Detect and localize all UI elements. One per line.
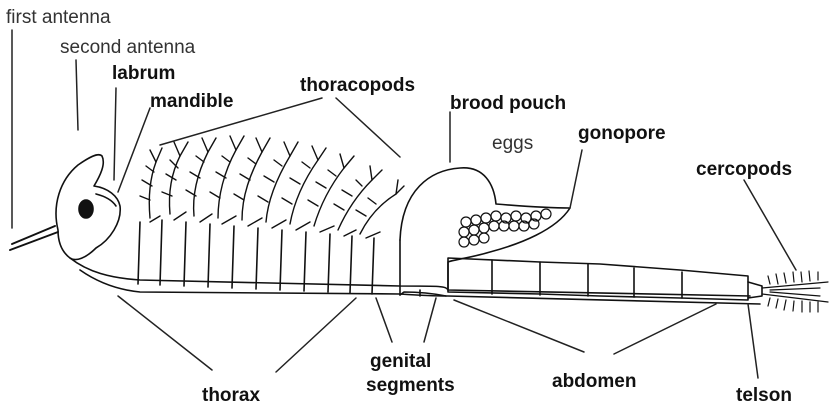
label-gonopore: gonopore — [578, 124, 666, 143]
label-genital-segments-line1: genital — [370, 352, 431, 371]
eggs-drawing — [459, 209, 551, 247]
label-genital-segments-line2: segments — [366, 376, 455, 395]
label-eggs: eggs — [492, 134, 533, 153]
thoracopods-drawing — [140, 136, 404, 238]
label-first-antenna: first antenna — [6, 8, 111, 27]
label-thoracopods: thoracopods — [300, 76, 415, 95]
label-mandible: mandible — [150, 92, 233, 111]
label-cercopods: cercopods — [696, 160, 792, 179]
label-telson: telson — [736, 386, 792, 405]
label-labrum: labrum — [112, 64, 175, 83]
cercopods-drawing — [762, 271, 828, 312]
eye-drawing — [79, 200, 93, 218]
brood-pouch-drawing — [400, 168, 570, 290]
body-outline — [70, 258, 750, 296]
label-brood-pouch: brood pouch — [450, 94, 566, 113]
label-second-antenna: second antenna — [60, 38, 195, 57]
antenna-drawing — [10, 226, 58, 250]
label-thorax: thorax — [202, 386, 260, 405]
label-abdomen: abdomen — [552, 372, 636, 391]
